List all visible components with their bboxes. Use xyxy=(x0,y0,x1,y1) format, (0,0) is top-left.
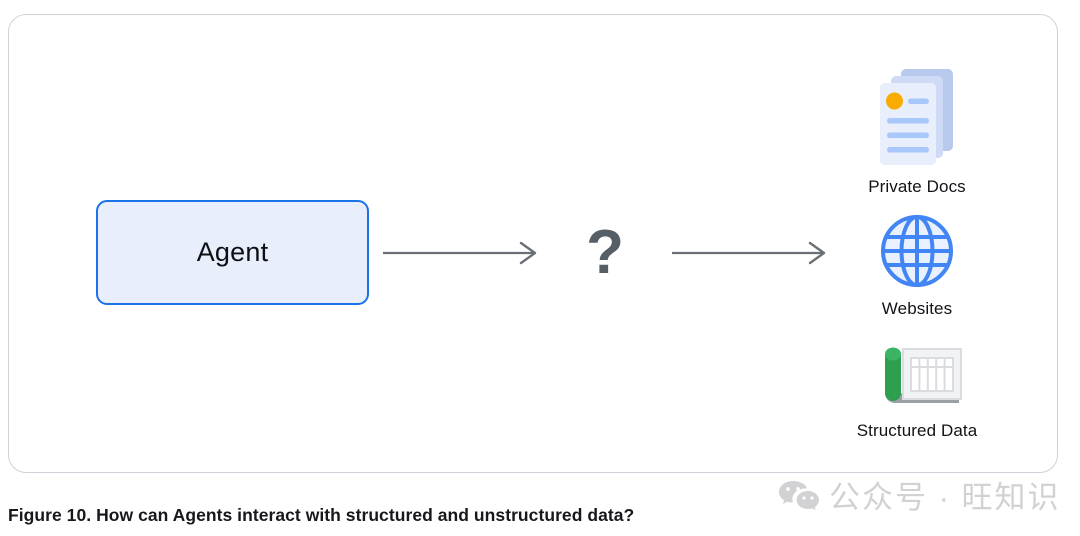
globe-icon xyxy=(881,215,953,287)
watermark-text: 公众号 · 旺知识 xyxy=(829,480,1061,515)
source-label-websites: Websites xyxy=(881,299,953,318)
figure-caption: Figure 10. How can Agents interact with … xyxy=(8,505,635,525)
figure-card: Agent ? xyxy=(8,14,1058,473)
watermark: 公众号 · 旺知识 xyxy=(778,472,1061,517)
spreadsheet-roll-icon-wrap xyxy=(802,343,1032,415)
arrow-question-to-sources-icon xyxy=(672,241,826,265)
documents-stack-icon xyxy=(880,69,953,165)
globe-icon-wrap xyxy=(802,209,1032,293)
spreadsheet-roll-icon xyxy=(885,347,962,403)
source-item-websites[interactable]: Websites xyxy=(802,209,1032,319)
wechat-icon xyxy=(779,480,819,510)
source-label-structured-data: Structured Data xyxy=(856,421,978,440)
documents-stack-icon-wrap xyxy=(802,63,1032,171)
agent-node-label: Agent xyxy=(196,237,269,267)
source-label-private-docs: Private Docs xyxy=(868,177,966,196)
source-item-structured-data[interactable]: Structured Data xyxy=(802,343,1032,441)
question-mark-glyph: ? xyxy=(586,218,624,287)
agent-node[interactable]: Agent xyxy=(96,200,369,305)
source-item-private-docs[interactable]: Private Docs xyxy=(802,63,1032,197)
arrow-agent-to-question-icon xyxy=(383,241,537,265)
